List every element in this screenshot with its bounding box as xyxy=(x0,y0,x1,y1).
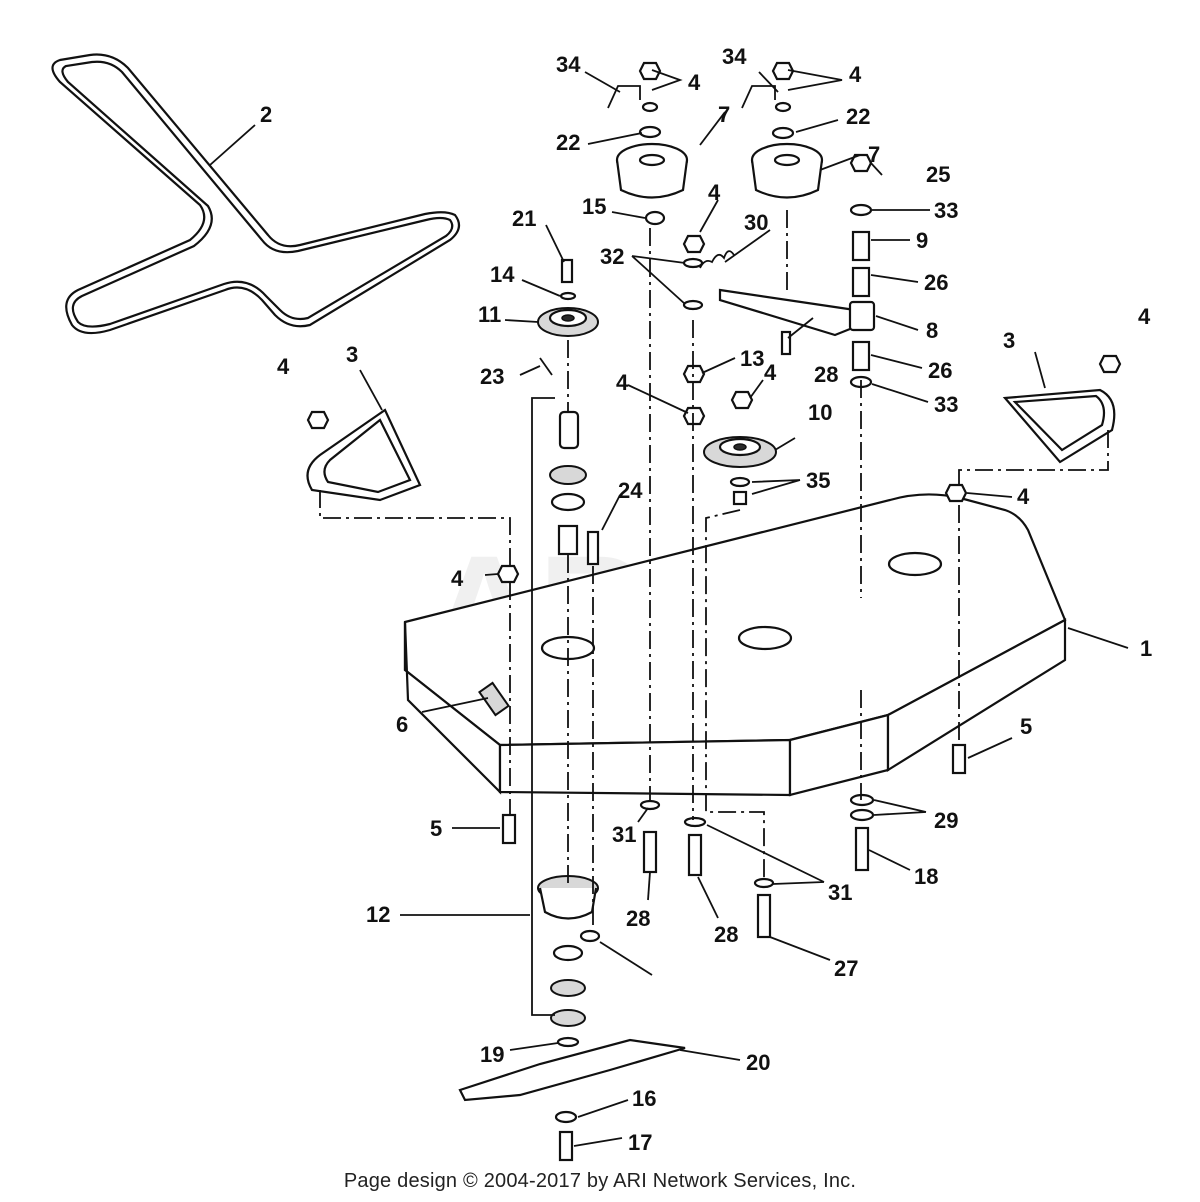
callout-labels: 1 2 3 3 4 4 4 4 4 4 4 4 4 5 5 6 7 7 8 9 … xyxy=(260,44,1152,1155)
idler-pulley-flat xyxy=(703,436,777,468)
label-34-left: 34 xyxy=(556,52,581,77)
mower-deck xyxy=(403,493,1067,797)
label-31-left: 31 xyxy=(612,822,636,847)
label-26-upper: 26 xyxy=(924,270,948,295)
label-7-right: 7 xyxy=(868,142,880,167)
label-17: 17 xyxy=(628,1130,652,1155)
label-28-left: 28 xyxy=(626,906,650,931)
label-8: 8 xyxy=(926,318,938,343)
label-4-pulley: 4 xyxy=(764,360,777,385)
spindle-assembly xyxy=(537,410,599,1027)
label-16: 16 xyxy=(632,1086,656,1111)
label-12: 12 xyxy=(366,902,390,927)
label-25: 25 xyxy=(926,162,950,187)
belt-shield-left xyxy=(306,408,422,502)
label-22-right: 22 xyxy=(846,104,870,129)
label-6: 6 xyxy=(396,712,408,737)
label-18: 18 xyxy=(914,864,938,889)
label-3-right: 3 xyxy=(1003,328,1015,353)
label-5-right: 5 xyxy=(1020,714,1032,739)
label-28-mid: 28 xyxy=(714,922,738,947)
label-20: 20 xyxy=(746,1050,770,1075)
label-4-mid: 4 xyxy=(616,370,629,395)
label-28-top: 28 xyxy=(814,362,838,387)
label-7-left: 7 xyxy=(718,102,730,127)
label-31-right: 31 xyxy=(828,880,852,905)
label-4-top-left: 4 xyxy=(688,70,701,95)
label-34-right: 34 xyxy=(722,44,747,69)
belt-shield-right xyxy=(1002,388,1116,464)
label-29: 29 xyxy=(934,808,958,833)
hardware xyxy=(306,61,1122,1162)
label-4-top-right: 4 xyxy=(849,62,862,87)
label-26-lower: 26 xyxy=(928,358,952,383)
label-1: 1 xyxy=(1140,636,1152,661)
label-13: 13 xyxy=(740,346,764,371)
label-24: 24 xyxy=(618,478,643,503)
label-4-deck-left: 4 xyxy=(277,354,290,379)
center-lines xyxy=(319,210,1109,1016)
drive-belt xyxy=(51,53,461,335)
deck-bracket xyxy=(478,681,510,717)
idler-arm xyxy=(718,288,876,337)
label-4-arm: 4 xyxy=(708,180,721,205)
leader-lines xyxy=(209,69,1129,1147)
label-33-upper: 33 xyxy=(934,198,958,223)
label-33-lower: 33 xyxy=(934,392,958,417)
label-23: 23 xyxy=(480,364,504,389)
label-35: 35 xyxy=(806,468,830,493)
label-19: 19 xyxy=(480,1042,504,1067)
spindle-pulley xyxy=(537,307,599,337)
label-27: 27 xyxy=(834,956,858,981)
label-9: 9 xyxy=(916,228,928,253)
idler-pulley-right xyxy=(750,142,824,199)
label-14: 14 xyxy=(490,262,515,287)
idler-pulley-left xyxy=(615,142,689,199)
label-32: 32 xyxy=(600,244,624,269)
label-3-left: 3 xyxy=(346,342,358,367)
label-4-deck-mid: 4 xyxy=(451,566,464,591)
label-30: 30 xyxy=(744,210,768,235)
label-2: 2 xyxy=(260,102,272,127)
label-4-right-shield: 4 xyxy=(1138,304,1151,329)
label-21: 21 xyxy=(512,206,536,231)
label-22-left: 22 xyxy=(556,130,580,155)
label-4-deck-right: 4 xyxy=(1017,484,1030,509)
copyright-footer: Page design © 2004-2017 by ARI Network S… xyxy=(343,1170,857,1192)
mower-blade xyxy=(458,1036,686,1102)
label-5-left: 5 xyxy=(430,816,442,841)
label-10: 10 xyxy=(808,400,832,425)
label-11: 11 xyxy=(478,302,501,327)
label-15: 15 xyxy=(582,194,606,219)
